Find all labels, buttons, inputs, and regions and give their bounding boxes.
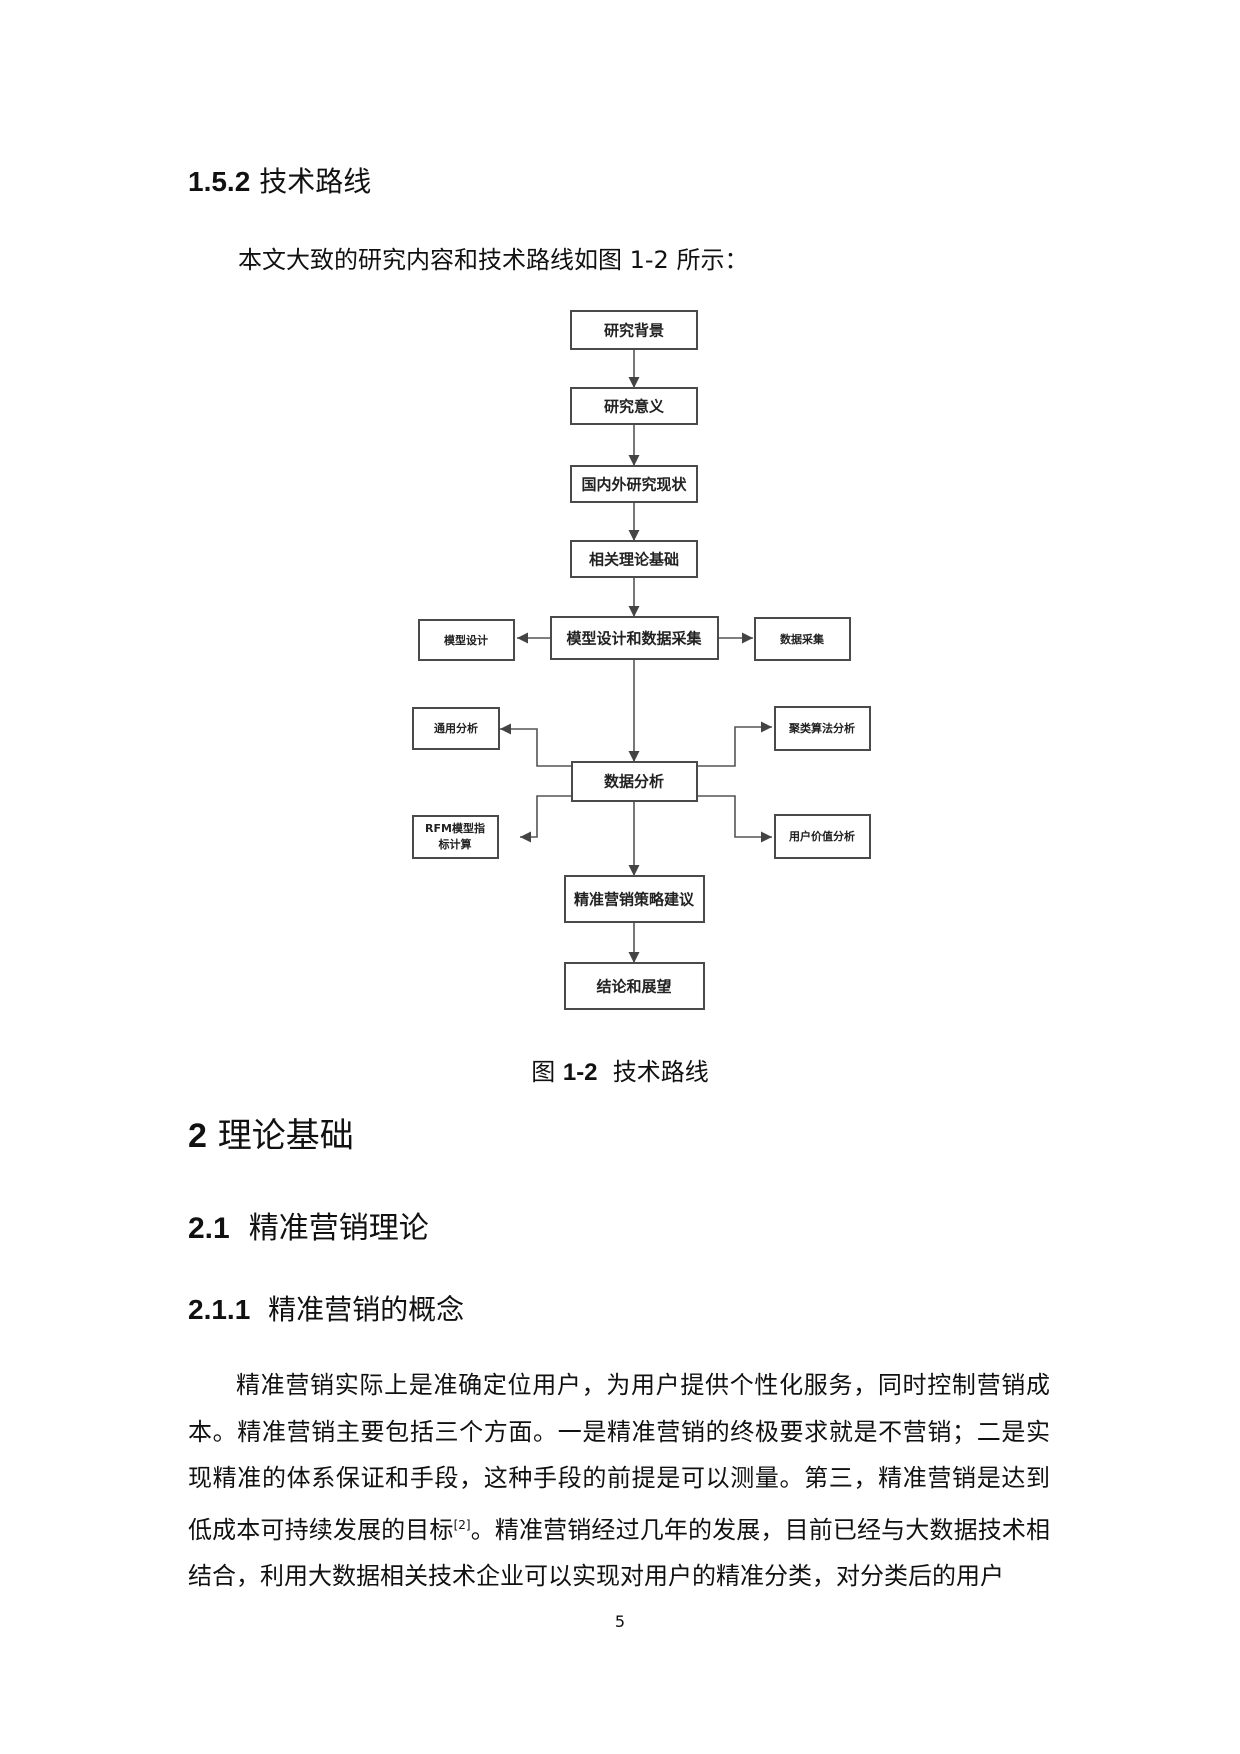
intro-paragraph: 本文大致的研究内容和技术路线如图 1-2 所示：: [238, 246, 749, 274]
box-model-design: [418, 619, 515, 661]
box-research-background: [570, 310, 698, 350]
chapter-number: 2: [188, 1117, 207, 1155]
figure-number: 1-2: [562, 1059, 598, 1086]
label-cluster-analysis: 聚类算法分析: [788, 721, 855, 735]
section-heading-2-1-1: 2.1.1 精准营销的概念: [188, 1288, 464, 1328]
label-model-and-data: 模型设计和数据采集: [566, 630, 702, 648]
figure-caption: 图 1-2 技术路线: [0, 1052, 1240, 1087]
box-research-status: [570, 465, 698, 503]
arrow-to-rfm: [520, 795, 572, 843]
section-title: 精准营销的概念: [268, 1293, 465, 1326]
figure-label: 图: [531, 1058, 556, 1086]
section-number: 2.1: [188, 1212, 230, 1245]
box-cluster-analysis: [774, 706, 871, 751]
box-theory-basis: [570, 540, 698, 578]
box-data-analysis: [571, 761, 698, 802]
chapter-title: 理论基础: [217, 1116, 354, 1156]
arrow-to-user-value: [697, 795, 772, 843]
label-research-status: 国内外研究现状: [581, 476, 687, 494]
arrow-to-cluster-analysis: [697, 721, 772, 767]
label-research-background: 研究背景: [604, 322, 664, 340]
box-model-and-data: [550, 616, 719, 660]
box-conclusion: [564, 962, 705, 1010]
label-general-analysis: 通用分析: [434, 721, 478, 735]
label-data-collection: 数据采集: [780, 632, 825, 646]
page-number: 5: [614, 1612, 626, 1631]
citation-ref[interactable]: [2]: [453, 1517, 471, 1532]
paragraph-part-1: 精准营销实际上是准确定位用户，为用户提供个性化服务，同时控制营销成本。精准营销主…: [188, 1371, 1050, 1544]
box-data-collection: [754, 617, 851, 661]
figure-title: 技术路线: [612, 1058, 709, 1086]
box-research-significance: [570, 387, 698, 425]
label-conclusion: 结论和展望: [596, 978, 671, 996]
section-number: 1.5.2: [188, 166, 251, 197]
label-user-value: 用户价值分析: [789, 829, 855, 843]
paragraph-part-2: 。精准营销经过几年的发展，目前已经与大数据技术相结合，利用大数据相关技术企业可以…: [188, 1515, 1051, 1591]
label-marketing-strategy: 精准营销策略建议: [574, 891, 695, 909]
box-marketing-strategy: [564, 875, 705, 923]
chapter-heading: 2 理论基础: [188, 1108, 354, 1157]
label-rfm-line1: RFM模型指: [425, 821, 485, 835]
label-theory-basis: 相关理论基础: [589, 551, 679, 569]
label-model-design: 模型设计: [444, 633, 488, 647]
arrow-to-general-analysis: [500, 723, 572, 767]
section-heading-1-5-2: 1.5.2 技术路线: [188, 160, 371, 200]
body-paragraph: 精准营销实际上是准确定位用户，为用户提供个性化服务，同时控制营销成本。精准营销主…: [188, 1362, 1050, 1600]
technical-route-flowchart: 研究背景 研究意义 国内外研究现状 相关理论基础 模型设计和数据采集 数据分析 …: [412, 310, 871, 1010]
section-title: 技术路线: [259, 165, 372, 198]
box-rfm-calculation: [412, 815, 499, 859]
label-data-analysis: 数据分析: [604, 773, 664, 791]
section-number: 2.1.1: [188, 1294, 251, 1325]
section-heading-2-1: 2.1 精准营销理论: [188, 1203, 429, 1247]
label-research-significance: 研究意义: [604, 398, 664, 416]
label-rfm-line2: 标计算: [438, 837, 472, 851]
section-title: 精准营销理论: [248, 1211, 429, 1246]
box-user-value: [774, 814, 871, 859]
box-general-analysis: [412, 707, 500, 750]
